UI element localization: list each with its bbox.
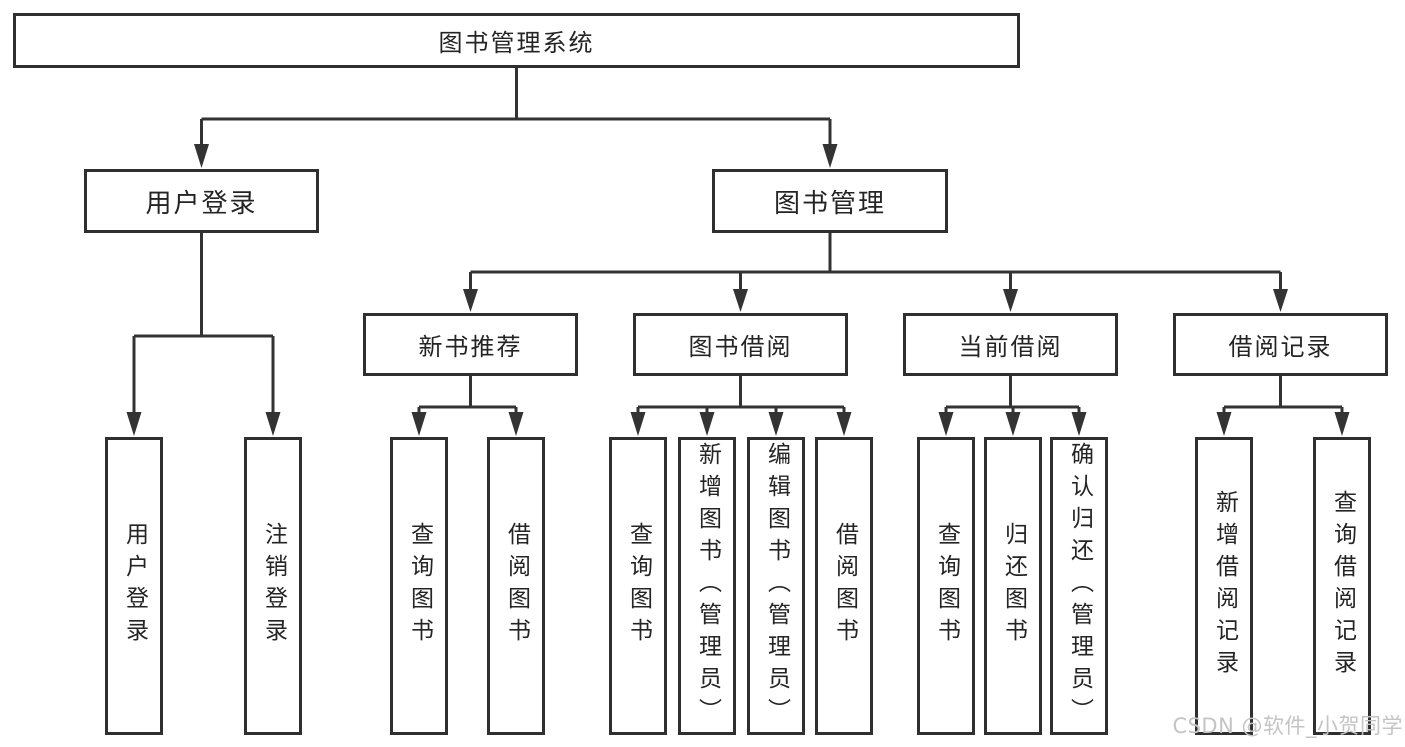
leaf-edit-book-admin-label: 编辑图书（管理员） <box>763 442 790 730</box>
arrowhead-icon <box>768 412 784 436</box>
leaf-query-borrow-record: 查询借阅记录 <box>1313 437 1371 735</box>
arrowhead-icon <box>938 412 954 436</box>
arrowhead-icon <box>699 412 715 436</box>
node-root-label: 图书管理系统 <box>438 29 595 57</box>
edge-book-management-branch <box>469 233 1282 291</box>
leaf-query-books-2: 查询图书 <box>609 437 667 735</box>
leaf-confirm-return-admin-label: 确认归还（管理员） <box>1066 442 1093 730</box>
edge-user-login-branch <box>132 233 275 414</box>
arrowhead-icon <box>1273 289 1288 312</box>
node-current-borrow: 当前借阅 <box>903 313 1118 376</box>
leaf-user-login-label: 用户登录 <box>121 522 148 650</box>
leaf-borrow-books-1-label: 借阅图书 <box>503 522 530 650</box>
arrowhead-icon <box>630 412 646 436</box>
leaf-query-books-1-label: 查询图书 <box>406 522 433 650</box>
leaf-add-book-admin: 新增图书（管理员） <box>678 437 736 735</box>
leaf-user-login: 用户登录 <box>105 437 163 735</box>
node-new-book-recommend-label: 新书推荐 <box>418 333 523 361</box>
leaf-add-borrow-record: 新增借阅记录 <box>1195 437 1253 735</box>
edge-new-book-recommend-branch <box>417 376 518 414</box>
arrowhead-icon <box>126 412 142 436</box>
arrowhead-icon <box>1071 412 1087 436</box>
arrowhead-icon <box>1003 289 1018 312</box>
leaf-query-borrow-record-label: 查询借阅记录 <box>1329 490 1356 682</box>
leaf-borrow-books-2-label: 借阅图书 <box>831 522 858 650</box>
node-current-borrow-label: 当前借阅 <box>958 333 1063 361</box>
node-user-login: 用户登录 <box>84 169 319 233</box>
arrowhead-icon <box>411 412 427 436</box>
node-book-management-label: 图书管理 <box>773 188 886 219</box>
leaf-query-books-3-label: 查询图书 <box>933 522 960 650</box>
node-book-borrow-label: 图书借阅 <box>688 333 793 361</box>
node-borrow-records-label: 借阅记录 <box>1228 333 1333 361</box>
leaf-query-books-1: 查询图书 <box>390 437 448 735</box>
leaf-return-book-label: 归还图书 <box>1000 522 1027 650</box>
arrowhead-icon <box>265 412 281 436</box>
node-borrow-records: 借阅记录 <box>1173 313 1388 376</box>
arrowhead-icon <box>733 289 748 312</box>
leaf-borrow-books-2: 借阅图书 <box>815 437 873 735</box>
node-new-book-recommend: 新书推荐 <box>363 313 578 376</box>
leaf-logout-label: 注销登录 <box>260 522 287 650</box>
leaf-add-borrow-record-label: 新增借阅记录 <box>1211 490 1238 682</box>
arrowhead-icon <box>1216 412 1232 436</box>
arrowhead-icon <box>836 412 852 436</box>
leaf-add-book-admin-label: 新增图书（管理员） <box>694 442 721 730</box>
node-user-login-label: 用户登录 <box>145 188 258 219</box>
arrowhead-icon <box>822 144 838 168</box>
leaf-query-books-3: 查询图书 <box>917 437 975 735</box>
watermark: CSDN @软件_小贺同学 <box>1172 714 1403 738</box>
leaf-return-book: 归还图书 <box>984 437 1042 735</box>
node-book-management: 图书管理 <box>712 169 948 233</box>
leaf-confirm-return-admin: 确认归还（管理员） <box>1050 437 1108 735</box>
edge-borrow-records-branch <box>1222 376 1344 414</box>
arrowhead-icon <box>508 412 524 436</box>
edge-current-borrow-branch <box>944 376 1081 414</box>
leaf-logout: 注销登录 <box>244 437 302 735</box>
leaf-query-books-2-label: 查询图书 <box>625 522 652 650</box>
arrowhead-icon <box>1005 412 1021 436</box>
leaf-borrow-books-1: 借阅图书 <box>487 437 545 735</box>
leaf-edit-book-admin: 编辑图书（管理员） <box>747 437 805 735</box>
edge-root-branch <box>200 68 832 146</box>
node-book-borrow: 图书借阅 <box>633 313 848 376</box>
node-root: 图书管理系统 <box>13 13 1020 68</box>
arrowhead-icon <box>194 144 209 168</box>
arrowhead-icon <box>463 289 478 312</box>
edge-book-borrow-branch <box>636 376 846 414</box>
arrowhead-icon <box>1334 412 1350 436</box>
